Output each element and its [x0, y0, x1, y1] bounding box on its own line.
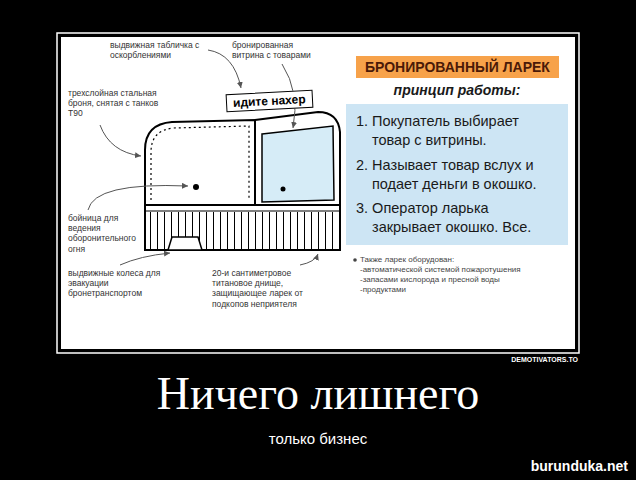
callout-text: бронированная витрина с товарами [232, 40, 322, 60]
callout-text: 20-и сантиметровое титановое днище, защи… [212, 268, 330, 309]
section-heading: принцип работы: [357, 82, 557, 98]
window-handle [281, 187, 286, 192]
callout-text: трехслойная стальная броня, снятая с тан… [68, 88, 160, 119]
watermark: burunduka.net [480, 458, 628, 475]
note-line: Также ларек оборудован: [360, 255, 525, 265]
node-text: идите нахер [233, 92, 306, 110]
note-line: -автоматической системой пожаротушения [360, 265, 525, 275]
equipment-note: Также ларек оборудован:-автоматической с… [360, 255, 525, 295]
callout-text: бойница для ведения оборонительного огня [68, 213, 140, 254]
loophole [193, 184, 199, 190]
callout-text: выдвижная табличка с оскорблениями [110, 40, 205, 60]
leader-line [88, 186, 188, 211]
leader-line [120, 253, 170, 265]
node-text: БРОНИРОВАННЫЙ ЛАРЕК [365, 59, 550, 75]
kiosk-base [145, 205, 340, 250]
watermark: DEMOTIVATORS.TO [470, 356, 578, 364]
picture-ground [61, 37, 575, 349]
title-band: БРОНИРОВАННЫЙ ЛАРЕК [356, 56, 559, 78]
poster-title: Ничего лишнего [0, 368, 636, 421]
node-text: 2. Называет товар вслух и подает деньги … [356, 156, 558, 194]
leader-line [300, 254, 318, 265]
base-ribs [146, 212, 339, 249]
frame [57, 33, 579, 353]
kiosk [145, 112, 340, 250]
kiosk-side [255, 112, 340, 205]
leader-lines [88, 50, 318, 265]
note-line: -запасами кислорода и пресной воды [360, 275, 525, 285]
callout-text: выдвижные колеса для эвакуации бронетран… [68, 268, 183, 299]
armor-seam [151, 126, 249, 200]
node-text: 3. Оператор ларька закрывает окошко. Все… [356, 199, 558, 237]
bullet [353, 258, 357, 262]
steps-panel: 1. Покупатель выбирает товар с витрины. 2… [346, 104, 568, 245]
note-line: -продуктами [360, 285, 525, 295]
kiosk-front [145, 120, 255, 205]
poster-caption: только бизнес [0, 430, 636, 448]
node-text: 1. Покупатель выбирает товар с витрины. [356, 112, 558, 150]
base-band [145, 210, 340, 211]
leader-line [100, 125, 141, 156]
vitrine [262, 126, 334, 202]
wheel-hatch [168, 237, 202, 250]
